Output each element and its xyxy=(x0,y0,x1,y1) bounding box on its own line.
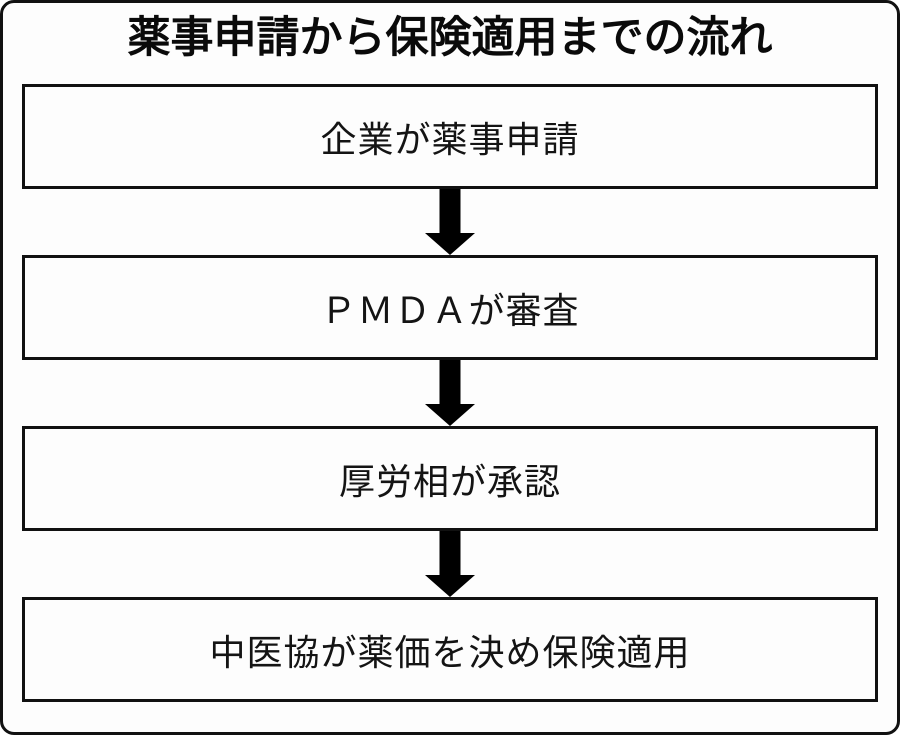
down-arrow-icon xyxy=(22,360,878,427)
down-arrow-icon xyxy=(22,531,878,598)
down-arrow-icon xyxy=(22,189,878,256)
flow-step-label: 企業が薬事申請 xyxy=(320,118,580,160)
flow-step-label: ＰＭＤＡが審査 xyxy=(320,289,580,331)
flowchart: 企業が薬事申請 ＰＭＤＡが審査 厚労相が承認 中医協が薬価を決め保険適用 xyxy=(3,84,897,703)
flow-step-minister-approval: 厚労相が承認 xyxy=(22,426,878,532)
diagram-title: 薬事申請から保険適用までの流れ xyxy=(127,14,773,62)
flow-step-label: 厚労相が承認 xyxy=(338,460,561,502)
flow-step-chuikyo-pricing: 中医協が薬価を決め保険適用 xyxy=(22,597,878,703)
flow-step-pmda-review: ＰＭＤＡが審査 xyxy=(22,255,878,361)
flow-step-label: 中医協が薬価を決め保険適用 xyxy=(209,631,691,673)
flow-step-company-application: 企業が薬事申請 xyxy=(22,84,878,190)
